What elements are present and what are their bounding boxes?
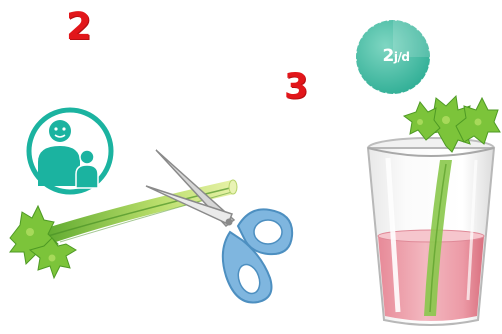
parent-child-supervision-icon: [29, 110, 111, 192]
timer-label: 2j/d: [361, 46, 431, 66]
timer-value: 2: [383, 46, 394, 66]
timer-unit: j/d: [394, 50, 410, 64]
scissors-icon: [146, 150, 292, 302]
glass-with-colored-water: [368, 96, 500, 325]
